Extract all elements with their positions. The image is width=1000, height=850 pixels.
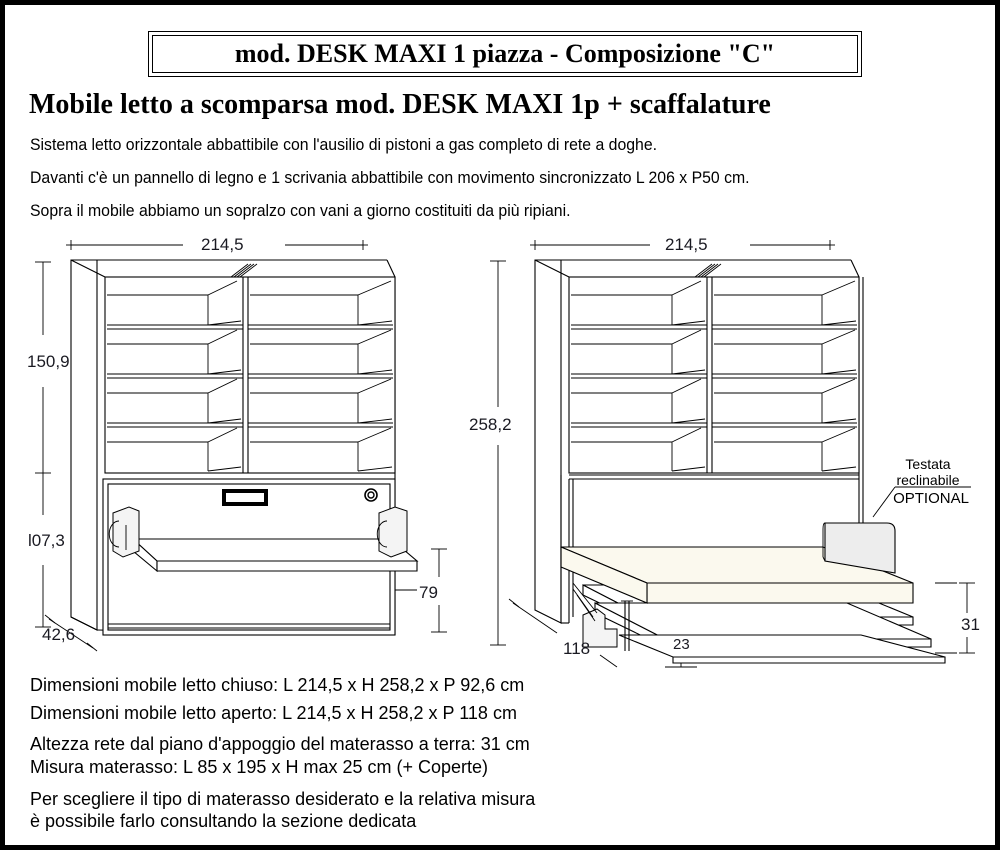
right-cabinet-carcass (534, 259, 864, 624)
technical-drawing-svg: .ln { stroke:#000; stroke-width:1.1; fil… (35, 239, 975, 668)
left-depth-label: 42,6 (42, 625, 76, 644)
headboard-callout-line1: Testata (905, 456, 951, 472)
left-desk-height-label: 79 (419, 583, 438, 602)
footer-line-2: Dimensioni mobile letto aperto: L 214,5 … (30, 703, 517, 723)
right-total-height-dimension (490, 260, 506, 646)
left-shelving-unit (104, 263, 396, 474)
left-lower-height-label: l07,3 (28, 531, 65, 550)
right-shelving-unit (568, 263, 860, 474)
left-width-dimension (65, 239, 369, 251)
left-width-label: 214,5 (201, 235, 244, 254)
headboard-callout-leader (872, 486, 971, 518)
left-height-dimensions (35, 261, 51, 628)
description-line-3: Sopra il mobile abbiamo un sopralzo con … (30, 201, 571, 220)
left-drawing-group (35, 239, 447, 652)
footer-line-3: Altezza rete dal piano d'appoggio del ma… (30, 734, 530, 754)
right-width-dimension (529, 239, 836, 251)
left-upper-height-label: 150,9 (27, 352, 70, 371)
page-title: mod. DESK MAXI 1 piazza - Composizione "… (234, 39, 776, 68)
right-bubble-label: 23 (673, 636, 690, 653)
right-drawing-group (490, 239, 975, 668)
footer-line-5: Per scegliere il tipo di materasso desid… (30, 789, 536, 809)
right-width-label: 214,5 (665, 235, 708, 254)
right-depth-dimension (508, 598, 618, 668)
left-hinge-bracket-left (108, 506, 140, 558)
right-headboard (822, 522, 896, 574)
headboard-callout-line2: reclinabile (896, 472, 960, 488)
left-desk-top (131, 537, 419, 573)
right-bed-height-label: 31 (961, 615, 980, 634)
description-line-2: Davanti c'è un pannello di legno e 1 scr… (30, 168, 750, 187)
subtitle: Mobile letto a scomparsa mod. DESK MAXI … (29, 89, 771, 120)
headboard-callout-optional: OPTIONAL (893, 490, 969, 507)
right-total-height-label: 258,2 (469, 415, 512, 434)
description-line-1: Sistema letto orizzontale abbattibile co… (30, 135, 658, 154)
left-depth-dimension (44, 614, 98, 652)
footer-line-1: Dimensioni mobile letto chiuso: L 214,5 … (30, 675, 525, 695)
footer-line-6: è possibile farlo consultando la sezione… (30, 811, 417, 831)
footer-line-4: Misura materasso: L 85 x 195 x H max 25 … (30, 757, 489, 777)
left-hinge-bracket-right (376, 506, 408, 558)
title-box-inner: mod. DESK MAXI 1 piazza - Composizione "… (152, 35, 858, 73)
title-box: mod. DESK MAXI 1 piazza - Composizione "… (148, 31, 862, 77)
right-depth-open-label: 118 (563, 639, 591, 658)
right-lift-mechanism (572, 582, 633, 651)
right-bed-height-dimension (935, 582, 975, 654)
